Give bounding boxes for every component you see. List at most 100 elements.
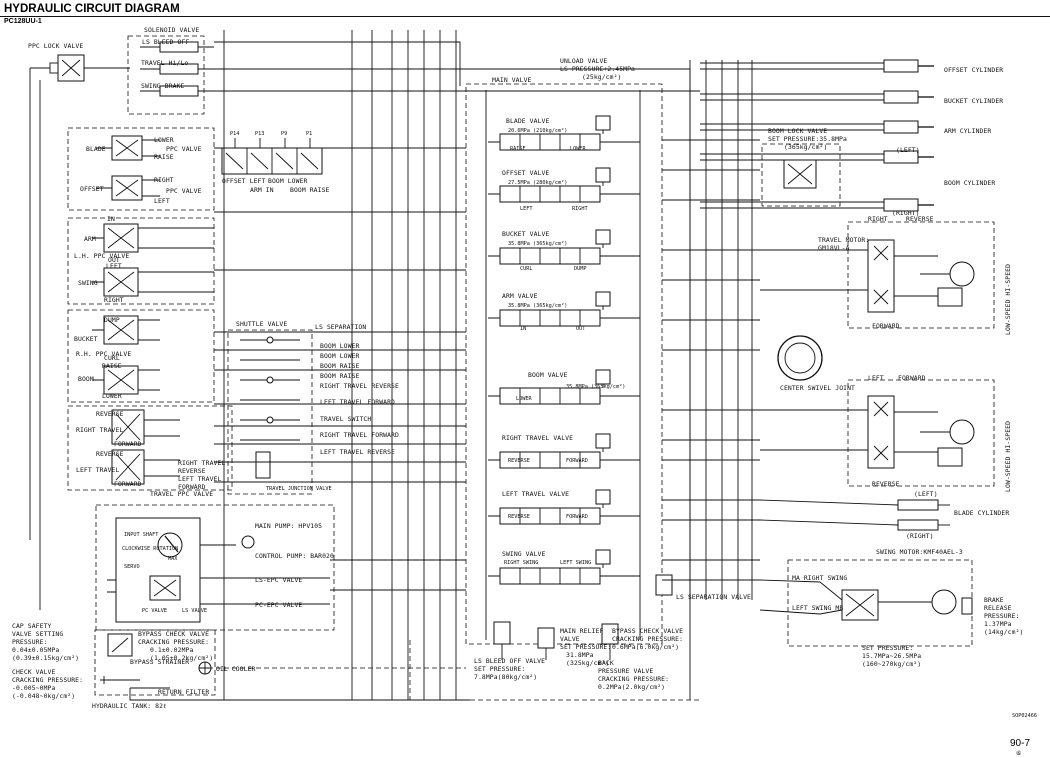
travel-switch-shuttle: TRAVEL SWITCH xyxy=(320,415,371,423)
boom-valve-label: BOOM VALVE xyxy=(528,371,568,379)
offset-cylinder-label: OFFSET CYLINDER xyxy=(944,66,1003,74)
main-valve-reliefs xyxy=(493,574,673,660)
port-label-2: P13 xyxy=(255,131,264,137)
page-mark: ⑥ xyxy=(1016,750,1022,757)
boom-raise-shuttle-1: BOOM RAISE xyxy=(320,362,360,370)
travel-motor-left xyxy=(847,379,995,487)
return-filter-label: RETURN FILTER xyxy=(158,688,209,696)
bypass-check2-2: CRACKING PRESSURE: xyxy=(612,635,683,643)
blade-cylinder-label: BLADE CYLINDER xyxy=(954,509,1009,517)
boom-left-label: (LEFT) xyxy=(896,146,920,154)
spool-lower-boom: LOWER xyxy=(516,396,532,402)
pilot-selector-block xyxy=(221,138,323,175)
bypass-check2-3: 0.6MPa(6.0kg/cm²) xyxy=(612,643,679,651)
motor-line-r xyxy=(760,249,868,291)
blade-right-label: (RIGHT) xyxy=(906,532,934,540)
lt-reverse-shuttle: LEFT TRAVEL REVERSE xyxy=(320,448,395,456)
ppc-lock-valve xyxy=(49,54,130,82)
blade-left-label: (LEFT) xyxy=(914,490,938,498)
swing-motor xyxy=(787,559,973,647)
port-label-1: P14 xyxy=(230,131,239,137)
relief-valve xyxy=(595,489,611,505)
pc-epc-valve-label: PC-EPC VALVE xyxy=(255,601,302,609)
spool-lower: LOWER xyxy=(570,146,586,152)
arm-out-label: OUT xyxy=(108,256,120,264)
main-relief-2: VALVE xyxy=(560,635,580,643)
motor-line-l xyxy=(760,409,868,451)
junction-forward: FORWARD xyxy=(178,483,206,491)
boom-lock-valve-2: SET PRESSURE:35.8MPa xyxy=(768,135,847,143)
offset-cylinder xyxy=(883,59,919,73)
ls-separation-valve-1: LS SEPARATION VALVE xyxy=(676,593,751,601)
arm-valve-label: ARM VALVE xyxy=(502,292,538,300)
rh-ppc-valve xyxy=(67,309,215,403)
lh-ppc-valve-label: L.H. PPC VALVE xyxy=(74,252,129,260)
page-number: 90-7 xyxy=(1010,738,1031,749)
ls-bleed-off-valve-3: 7.8MPa(80kg/cm²) xyxy=(474,673,537,681)
swing-set-pressure-2: 15.7MPa~26.5MPa xyxy=(862,652,921,660)
rh-ppc-valve-label: R.H. PPC VALVE xyxy=(76,350,131,358)
boom-lower-shuttle-1: BOOM LOWER xyxy=(320,342,360,350)
cap-safety-1: CAP SAFETY xyxy=(12,622,52,630)
swing-valve-label: SWING VALVE xyxy=(502,550,545,558)
figure-code: SOP02466 xyxy=(1012,713,1037,719)
ppc-lock-valve-label: PPC LOCK VALVE xyxy=(28,42,83,50)
boom-lock-valve-1: BOOM LOCK VALVE xyxy=(768,127,827,135)
main-relief-3: SET PRESSURE: xyxy=(560,643,611,651)
spool-body xyxy=(499,309,601,327)
left-travel-label: LEFT TRAVEL xyxy=(76,466,119,474)
ls-separation-label: LS SEPARATION xyxy=(315,323,366,331)
lh-ppc-valve xyxy=(67,217,215,305)
travel-forward-1: FORWARD xyxy=(114,440,142,448)
bypass-check-2: CRACKING PRESSURE: xyxy=(138,638,209,646)
blade-ppc-valve xyxy=(67,127,215,211)
relief-valve xyxy=(595,229,611,245)
back-pressure-4: 0.2MPa(2.0kg/cm²) xyxy=(598,683,665,691)
travel-reverse-1: REVERSE xyxy=(96,410,124,418)
swing-brake-label: SWING BRAKE xyxy=(141,82,184,90)
blade-ppc-valve-label: PPC VALVE xyxy=(166,145,202,153)
bucket-label: BUCKET xyxy=(74,335,98,343)
swing-set-pressure-3: (160~270kg/cm²) xyxy=(862,660,921,668)
travel-reverse-2: REVERSE xyxy=(96,450,124,458)
unload-valve-3: (25kg/cm²) xyxy=(582,73,621,81)
input-shaft-label: INPUT SHAFT xyxy=(124,532,158,538)
pump-max-label: MAX xyxy=(168,556,178,562)
boom-relief-label: 35.8MPa (365kg/cm²) xyxy=(566,384,625,390)
left-swing-mb-label: LEFT SWING MB xyxy=(792,604,843,612)
cap-safety-2: VALVE SETTING xyxy=(12,630,63,638)
relief-valve xyxy=(595,291,611,307)
ls-bleed-off-valve-1: LS BLEED OFF VALVE xyxy=(474,657,545,665)
ls-epc-valve-label: LS-EPC VALVE xyxy=(255,576,302,584)
travel-motor-1: TRAVEL MOTOR: xyxy=(818,236,869,244)
ls-bleed-off-valve-2: SET PRESSURE: xyxy=(474,665,525,673)
blade-cylinder xyxy=(897,499,950,531)
rt-forward-shuttle: RIGHT TRAVEL FORWARD xyxy=(320,431,399,439)
travel-forward-r-label: FORWARD xyxy=(872,322,900,330)
arm-label: ARM xyxy=(84,235,96,243)
curl-label: CURL xyxy=(104,354,120,362)
offset-relief-label: 27.5MPa (280kg/cm²) xyxy=(508,180,567,186)
back-pressure-2: PRESSURE VALVE xyxy=(598,667,653,675)
spool-body xyxy=(499,387,601,405)
ppc-lock-line xyxy=(29,67,50,540)
arm-in-selector: ARM IN xyxy=(250,186,274,194)
spool-out: OUT xyxy=(576,326,585,332)
lt-forward-shuttle: LEFT TRAVEL FORWARD xyxy=(320,398,395,406)
port-label-3: P9 xyxy=(281,131,287,137)
spool-reverse-1: REVERSE xyxy=(508,458,530,464)
cap-safety-4: 0.04±0.05MPa xyxy=(12,646,59,654)
relief-valve xyxy=(595,167,611,183)
pc-valve-label: PC VALVE xyxy=(142,608,167,614)
spool-raise: RAISE xyxy=(510,146,526,152)
right-travel-valve-label: RIGHT TRAVEL VALVE xyxy=(502,434,573,442)
boom-label: BOOM xyxy=(78,375,94,383)
swing-label: SWING xyxy=(78,279,98,287)
swing-line xyxy=(759,579,821,615)
brake-release-4: 1.37MPa xyxy=(984,620,1012,628)
solenoid-line xyxy=(214,41,461,86)
boom-raise-ppc-label: RAISE xyxy=(102,362,122,370)
page-title: HYDRAULIC CIRCUIT DIAGRAM xyxy=(4,3,180,15)
boom-lower-selector: BOOM LOWER xyxy=(268,177,308,185)
